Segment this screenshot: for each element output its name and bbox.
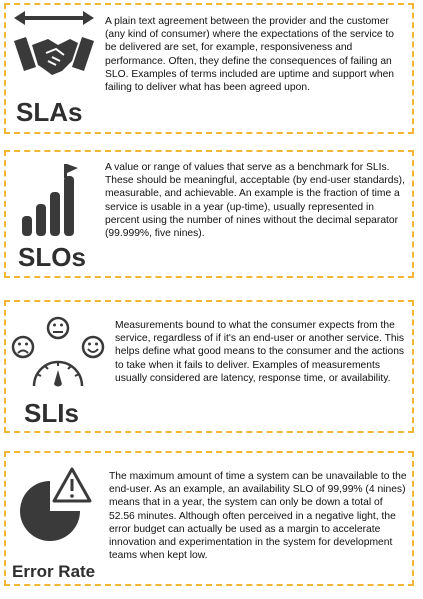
card-description: Measurements bound to what the consumer … (115, 320, 405, 384)
card-title: SLOs (18, 242, 86, 272)
card-error-rate: Error Rate The maximum amount of time a … (4, 451, 414, 586)
card-slos: SLOs A value or range of values that ser… (4, 150, 414, 278)
pie-warning-icon (20, 467, 92, 541)
card-title: SLAs (16, 97, 83, 127)
card-title: SLIs (24, 398, 79, 428)
satisfaction-gauge-icon (11, 316, 105, 387)
card-description: The maximum amount of time a system can … (109, 471, 407, 562)
card-slas: SLAs A plain text agreement between the … (4, 3, 414, 134)
card-description: A value or range of values that serve as… (105, 162, 405, 240)
card-slis: SLIs Measurements bound to what the cons… (4, 300, 414, 433)
bar-chart-flag-icon (22, 164, 78, 236)
card-description: A plain text agreement between the provi… (105, 16, 395, 94)
handshake-icon (14, 11, 94, 75)
card-title: Error Rate (12, 562, 96, 581)
